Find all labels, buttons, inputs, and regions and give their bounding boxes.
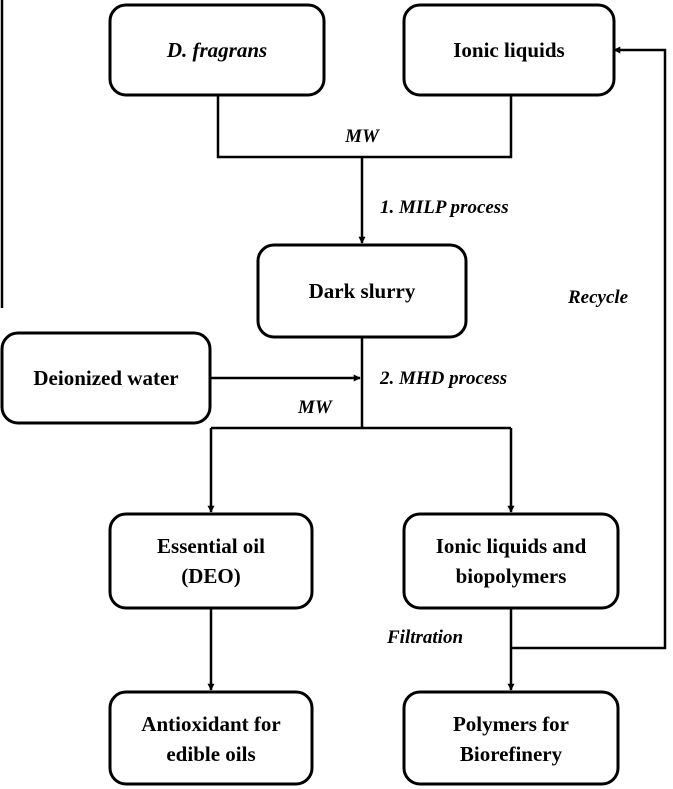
edges	[0, 0, 667, 691]
label-milp-process: 1. MILP process	[380, 197, 509, 218]
edge-labels: MW 1. MILP process Recycle 2. MHD proces…	[297, 126, 629, 648]
label-recycle: Recycle	[567, 287, 629, 308]
recycle-loop	[511, 46, 667, 650]
node-essential-oil: Essential oil (DEO)	[108, 512, 314, 610]
node-antioxidant-line1: Antioxidant for	[141, 712, 280, 736]
node-deionized-water: Deionized water	[0, 331, 212, 425]
node-d-fragrans: D. fragrans	[108, 3, 326, 97]
node-polymers: Polymers for Biorefinery	[402, 690, 620, 786]
node-essential-oil-line1: Essential oil	[157, 534, 265, 558]
node-ionic-liquids: Ionic liquids	[402, 3, 616, 97]
node-d-fragrans-label: D. fragrans	[166, 38, 267, 62]
label-filtration: Filtration	[386, 627, 463, 648]
node-dark-slurry: Dark slurry	[256, 243, 468, 339]
node-essential-oil-line2: (DEO)	[181, 564, 241, 588]
label-mw-mid: MW	[297, 397, 333, 418]
merge-line-top	[216, 95, 513, 159]
node-antioxidant: Antioxidant for edible oils	[108, 690, 314, 786]
node-ionic-biopolymers-line2: biopolymers	[456, 564, 567, 588]
label-mhd-process: 2. MHD process	[379, 368, 507, 389]
node-polymers-line2: Biorefinery	[460, 742, 563, 766]
node-deionized-water-label: Deionized water	[33, 366, 178, 390]
node-ionic-liquids-label: Ionic liquids	[453, 38, 564, 62]
node-ionic-biopolymers-line1: Ionic liquids and	[436, 534, 587, 558]
node-ionic-biopolymers: Ionic liquids and biopolymers	[402, 512, 620, 610]
node-dark-slurry-label: Dark slurry	[309, 279, 416, 303]
label-mw-top: MW	[344, 126, 380, 147]
node-polymers-line1: Polymers for	[453, 712, 569, 736]
node-antioxidant-line2: edible oils	[166, 742, 255, 766]
